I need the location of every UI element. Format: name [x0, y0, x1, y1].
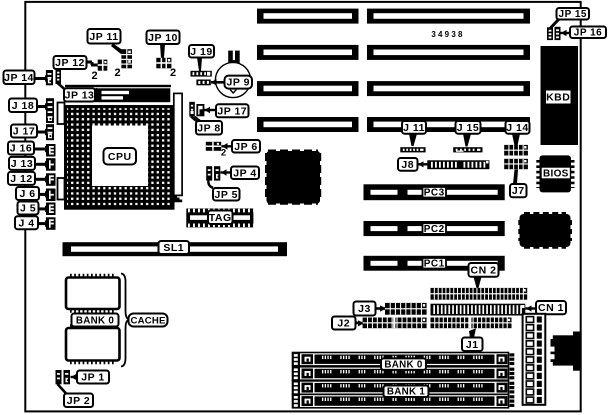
svg-text:CPU: CPU	[108, 151, 132, 163]
svg-text:BANK 1: BANK 1	[387, 387, 426, 398]
svg-text:JP 13: JP 13	[65, 90, 95, 102]
svg-text:2: 2	[91, 70, 97, 82]
svg-text:J7: J7	[512, 185, 525, 197]
svg-text:BANK 0: BANK 0	[76, 315, 115, 326]
svg-text:J 11: J 11	[403, 122, 425, 134]
svg-text:J 12: J 12	[10, 173, 32, 185]
svg-text:J 13: J 13	[11, 158, 33, 170]
svg-text:2: 2	[170, 67, 176, 79]
svg-text:J 16: J 16	[10, 143, 32, 155]
svg-text:JP 1: JP 1	[81, 372, 104, 384]
svg-text:BIOS: BIOS	[543, 168, 569, 179]
svg-text:JP 8: JP 8	[197, 122, 220, 134]
svg-text:J8: J8	[401, 159, 414, 171]
svg-text:J3: J3	[358, 303, 371, 315]
svg-text:JP 12: JP 12	[55, 57, 85, 69]
svg-text:PC1: PC1	[424, 259, 445, 270]
svg-text:JP 17: JP 17	[217, 105, 247, 117]
svg-text:J 19: J 19	[190, 46, 212, 58]
svg-text:34938: 34938	[431, 30, 464, 39]
svg-text:JP 11: JP 11	[89, 31, 118, 43]
svg-text:2: 2	[221, 148, 226, 159]
svg-text:JP 10: JP 10	[148, 32, 178, 44]
svg-text:2: 2	[114, 67, 120, 79]
svg-text:BANK 0: BANK 0	[384, 360, 423, 371]
svg-text:J 15: J 15	[457, 122, 479, 134]
svg-text:J 4: J 4	[18, 217, 34, 229]
svg-text:TAG: TAG	[209, 212, 232, 224]
svg-text:J 5: J 5	[20, 203, 36, 215]
svg-text:JP 5: JP 5	[215, 189, 238, 201]
svg-text:CACHE: CACHE	[130, 315, 166, 326]
svg-text:JP 14: JP 14	[4, 72, 34, 84]
svg-text:JP 6: JP 6	[234, 141, 257, 153]
svg-text:J 14: J 14	[506, 122, 528, 134]
svg-text:SL1: SL1	[163, 242, 184, 254]
svg-text:CN 1: CN 1	[538, 302, 564, 314]
svg-text:J1: J1	[466, 339, 479, 351]
svg-text:JP 4: JP 4	[233, 167, 256, 179]
svg-text:J 17: J 17	[13, 126, 35, 138]
svg-text:JP 2: JP 2	[67, 395, 90, 407]
svg-text:J2: J2	[337, 318, 350, 330]
svg-text:KBD: KBD	[546, 91, 570, 103]
svg-text:JP 9: JP 9	[227, 77, 250, 89]
svg-text:JP 16: JP 16	[574, 28, 602, 39]
svg-text:J 6: J 6	[19, 188, 35, 200]
svg-text:JP 15: JP 15	[559, 9, 587, 20]
svg-text:PC3: PC3	[424, 188, 445, 199]
svg-text:PC2: PC2	[424, 224, 445, 235]
svg-text:CN 2: CN 2	[471, 265, 497, 277]
svg-text:J 18: J 18	[12, 100, 34, 112]
